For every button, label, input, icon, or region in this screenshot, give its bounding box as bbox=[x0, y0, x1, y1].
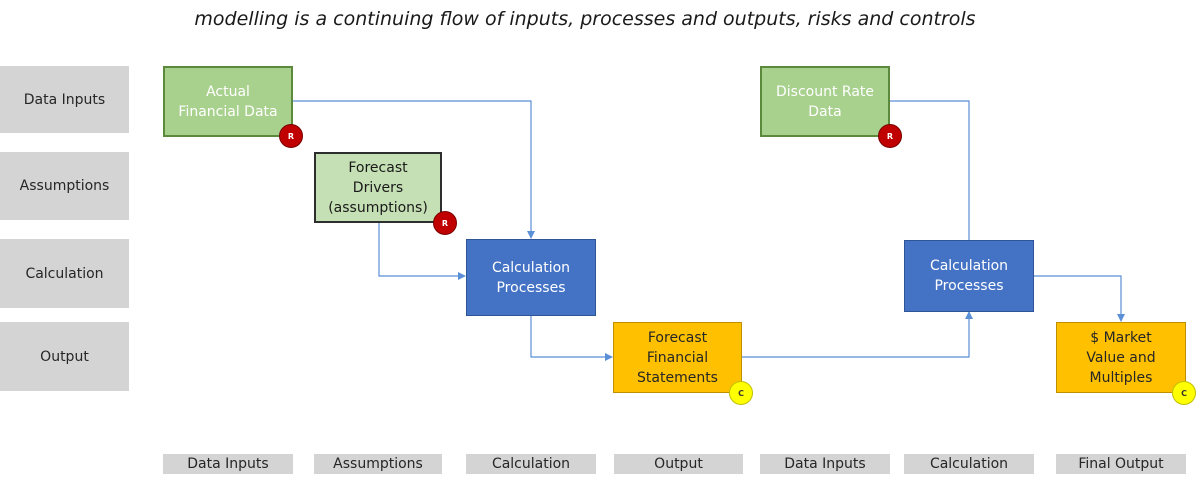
column-label-data-inputs: Data Inputs bbox=[163, 454, 293, 474]
risk-badge: R bbox=[433, 211, 457, 235]
calculation-processes-box-1: Calculation Processes bbox=[466, 239, 596, 316]
row-label-data-inputs: Data Inputs bbox=[0, 66, 129, 133]
control-badge: C bbox=[729, 381, 753, 405]
column-label-output: Output bbox=[614, 454, 743, 474]
column-label-assumptions: Assumptions bbox=[314, 454, 442, 474]
connector-drivers-to-calc bbox=[378, 223, 466, 280]
risk-badge: R bbox=[279, 124, 303, 148]
connector-discount-to-calc2 bbox=[890, 100, 970, 240]
column-label-data-inputs-2: Data Inputs bbox=[760, 454, 890, 474]
market-value-multiples-box: $ Market Value and Multiples bbox=[1056, 322, 1186, 393]
column-label-calculation-2: Calculation bbox=[904, 454, 1034, 474]
calculation-processes-text-2: Calculation Processes bbox=[929, 258, 1009, 294]
forecast-financial-statements-text: Forecast Financial Statements bbox=[637, 329, 718, 386]
forecast-financial-statements-box: Forecast Financial Statements bbox=[613, 322, 742, 393]
actual-financial-data-text: Actual Financial Data bbox=[178, 83, 278, 120]
connector-actual-to-calc bbox=[293, 100, 535, 239]
forecast-drivers-text: Forecast Drivers (assumptions) bbox=[328, 159, 428, 216]
connector-statements-to-calc2 bbox=[742, 311, 973, 358]
connector-calc-to-statements bbox=[530, 316, 613, 361]
forecast-drivers-box: Forecast Drivers (assumptions) bbox=[314, 152, 442, 223]
row-label-calculation: Calculation bbox=[0, 239, 129, 308]
market-value-multiples-text: $ Market Value and Multiples bbox=[1086, 329, 1156, 386]
actual-financial-data-box: Actual Financial Data bbox=[163, 66, 293, 137]
row-label-assumptions: Assumptions bbox=[0, 152, 129, 220]
control-badge: C bbox=[1172, 381, 1196, 405]
calculation-processes-text-1: Calculation Processes bbox=[491, 259, 571, 296]
connector-calc2-to-market-value bbox=[1034, 275, 1125, 322]
column-label-final-output: Final Output bbox=[1056, 454, 1186, 474]
discount-rate-data-box: Discount Rate Data bbox=[760, 66, 890, 137]
calculation-processes-box-2: Calculation Processes bbox=[904, 240, 1034, 312]
column-label-calculation: Calculation bbox=[466, 454, 596, 474]
discount-rate-data-text: Discount Rate Data bbox=[775, 83, 874, 120]
risk-badge: R bbox=[878, 124, 902, 148]
row-label-output: Output bbox=[0, 322, 129, 391]
diagram-title: modelling is a continuing flow of inputs… bbox=[194, 8, 976, 30]
